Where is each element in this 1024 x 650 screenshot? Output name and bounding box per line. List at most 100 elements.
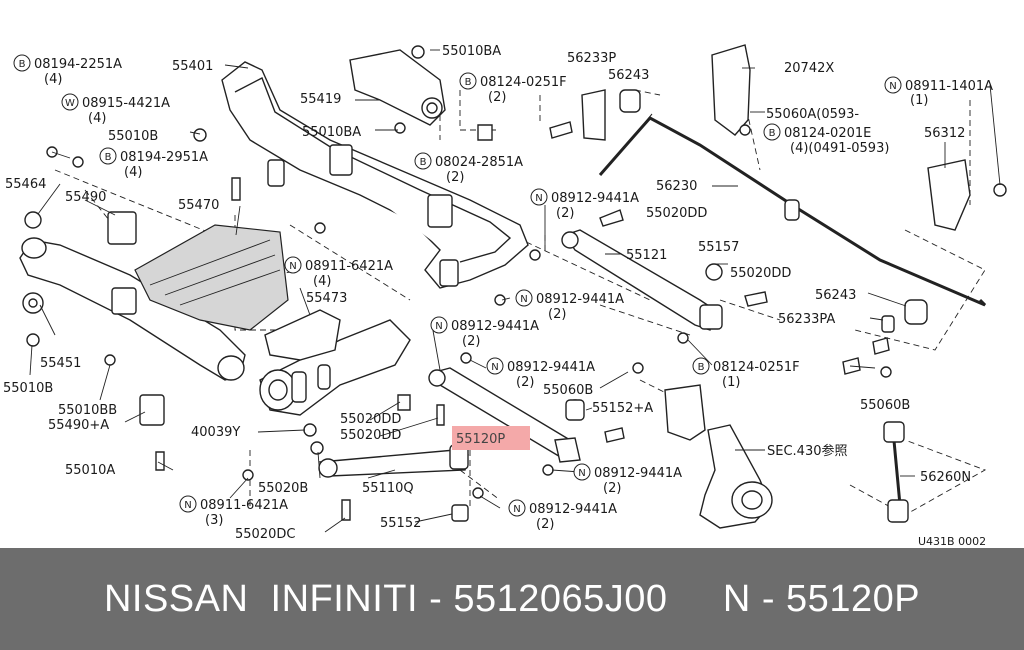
label-55010bb: 55010BB (58, 403, 117, 418)
prefix-b: B (769, 128, 776, 139)
label-qty: (4) (88, 111, 106, 126)
label-55020dd: 55020DD (340, 412, 401, 427)
prefix-n: N (520, 294, 527, 305)
label-55020dd: 55020DD (730, 266, 791, 281)
label-08912-9441a: 08912-9441A (536, 292, 624, 307)
part-number-banner: NISSAN INFINITI - 5512065J00 N - 55120P (0, 548, 1024, 650)
label-qty: (2) (516, 375, 534, 390)
end-link (883, 421, 909, 523)
label-08024-2851a: 08024-2851A (435, 155, 523, 170)
label-qty: (4) (44, 72, 62, 87)
diagram-code: U431B 0002 (918, 535, 986, 548)
label-55060b: 55060B (860, 398, 910, 413)
label-08911-6421a: 08911-6421A (305, 259, 393, 274)
label-56233pa: 56233PA (778, 312, 835, 327)
label-56230: 56230 (656, 179, 697, 194)
label-55060a: 55060A(0593- (766, 107, 859, 122)
label-sec430: SEC.430参照 (767, 443, 848, 459)
label-55020dd: 55020DD (340, 428, 401, 443)
label-55419: 55419 (300, 92, 341, 107)
prefix-b: B (698, 362, 705, 373)
label-08912-9441a: 08912-9441A (594, 466, 682, 481)
label-55157: 55157 (698, 240, 739, 255)
prefix-b: B (19, 59, 26, 70)
label-55120p: 55120P (456, 432, 505, 447)
label-55464: 55464 (5, 177, 46, 192)
label-55451: 55451 (40, 356, 81, 371)
prefix-n: N (889, 81, 896, 92)
label-55020dd: 55020DD (646, 206, 707, 221)
label-08194-2251a: 08194-2251A (34, 57, 122, 72)
label-qty: (4) (313, 274, 331, 289)
prefix-markers: B W B B B N B N N N N N B N N N (13, 54, 902, 517)
label-08912-9441a: 08912-9441A (551, 191, 639, 206)
label-55121: 55121 (626, 248, 667, 263)
label-qty: (2) (536, 517, 554, 532)
leader-lines (29, 49, 1001, 533)
prefix-b: B (420, 157, 427, 168)
label-20742x: 20742X (784, 61, 834, 76)
label-qty: (2) (488, 90, 506, 105)
label-qty: (2) (603, 481, 621, 496)
part-number-text: NISSAN INFINITI - 5512065J00 N - 55120P (103, 577, 921, 620)
label-55490: 55490 (65, 190, 106, 205)
label-40039y: 40039Y (191, 425, 240, 440)
right-brackets (711, 44, 971, 231)
differential-mount (259, 309, 411, 416)
fasteners (22, 45, 1007, 521)
label-55020b: 55020B (258, 481, 308, 496)
label-55470: 55470 (178, 198, 219, 213)
prefix-n: N (435, 321, 442, 332)
label-qty: (2) (556, 206, 574, 221)
rear-suspension-member (221, 49, 529, 289)
label-08912-9441a: 08912-9441A (507, 360, 595, 375)
prefix-n: N (578, 468, 585, 479)
prefix-w: W (65, 98, 75, 109)
label-08124-0251f: 08124-0251F (713, 360, 800, 375)
label-55020dc: 55020DC (235, 527, 295, 542)
label-qty: (2) (462, 334, 480, 349)
highlight-box (452, 426, 530, 450)
prefix-n: N (289, 261, 296, 272)
label-55110q: 55110Q (362, 481, 414, 496)
label-qty: (4) (124, 165, 142, 180)
parts-diagram: B W B B B N B N N N N N B N N N 08194-22… (3, 44, 1007, 548)
label-08911-1401a: 08911-1401A (905, 79, 993, 94)
rear-cross-member (19, 211, 289, 381)
label-55152a: 55152+A (592, 401, 653, 416)
label-qty: (2) (446, 170, 464, 185)
label-qty: (3) (205, 513, 223, 528)
prefix-n: N (535, 193, 542, 204)
label-56243: 56243 (608, 68, 649, 83)
axle-knuckle (664, 384, 773, 529)
label-55401: 55401 (172, 59, 213, 74)
prefix-n: N (513, 504, 520, 515)
upper-link (561, 229, 723, 331)
label-08124-0251f: 08124-0251F (480, 75, 567, 90)
label-56312: 56312 (924, 126, 965, 141)
label-56243: 56243 (815, 288, 856, 303)
label-55490a: 55490+A (48, 418, 109, 433)
part-labels: 08194-2251A (4) 08915-4421A (4) 55010B 0… (3, 44, 993, 548)
label-55010ba: 55010BA (302, 125, 361, 140)
label-qty: (2) (548, 307, 566, 322)
label-08124-0201e: 08124-0201E (784, 126, 871, 141)
label-qty-date: (4)(0491-0593) (790, 141, 889, 156)
label-55473: 55473 (306, 291, 347, 306)
label-qty: (1) (722, 375, 740, 390)
label-56233p: 56233P (567, 51, 616, 66)
parts-diagram-svg: B W B B B N B N N N N N B N N N 08194-22… (3, 44, 1007, 548)
label-55010a: 55010A (65, 463, 115, 478)
label-55010ba: 55010BA (442, 44, 501, 59)
prefix-n: N (491, 362, 498, 373)
label-55010b: 55010B (108, 129, 158, 144)
prefix-b: B (465, 77, 472, 88)
label-55152: 55152 (380, 516, 421, 531)
label-08194-2951a: 08194-2951A (120, 150, 208, 165)
label-08915-4421a: 08915-4421A (82, 96, 170, 111)
label-55060b: 55060B (543, 383, 593, 398)
stabilizer-bar (581, 89, 987, 325)
label-55010b: 55010B (3, 381, 53, 396)
prefix-n: N (184, 500, 191, 511)
prefix-b: B (105, 152, 112, 163)
